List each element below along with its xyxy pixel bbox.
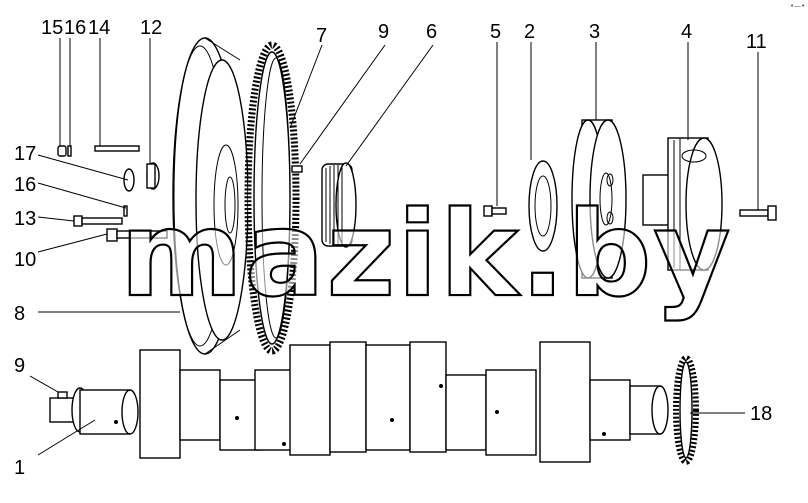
callout-14: 14	[88, 17, 110, 39]
pulley	[571, 119, 627, 279]
bolt-13	[73, 215, 123, 227]
callout-labels: 15 16 14 12 17 16 13 10 8 7 9 6 5 2 3 4 …	[14, 17, 772, 479]
flywheel	[172, 37, 249, 355]
bolt-5	[483, 205, 507, 217]
callout-6: 6	[426, 21, 437, 43]
watermark: mazik.by	[120, 185, 732, 323]
corner-mark: •—•	[790, 2, 805, 10]
callout-2: 2	[524, 21, 535, 43]
bolt-11	[739, 205, 777, 221]
crankshaft	[49, 341, 669, 463]
callout-5: 5	[490, 21, 501, 43]
callout-1: 1	[14, 457, 25, 479]
pin-16	[67, 145, 72, 157]
callout-11: 11	[746, 31, 767, 53]
ring-gear	[244, 41, 300, 355]
callout-7: 7	[316, 25, 327, 47]
vibration-damper	[642, 137, 723, 271]
callout-10: 10	[14, 249, 36, 271]
callout-17: 17	[14, 143, 36, 165]
callout-13: 13	[14, 208, 36, 230]
timing-gear	[673, 355, 699, 465]
callout-16-lower: 16	[14, 174, 36, 196]
pin-16b	[123, 205, 128, 217]
crankshaft-gear	[321, 162, 357, 248]
bolt-10	[106, 228, 168, 242]
bushing-12	[146, 162, 160, 190]
dowel-pin-9-upper	[291, 165, 303, 173]
callout-15: 15	[41, 17, 63, 39]
ring-17	[123, 168, 135, 192]
callout-9-upper: 9	[378, 21, 389, 43]
callout-3: 3	[589, 21, 600, 43]
leader-lines	[29, 38, 759, 456]
callout-16: 16	[64, 17, 86, 39]
callout-8: 8	[14, 303, 25, 325]
dowel-pin-9-lower	[57, 391, 68, 399]
pin-15	[57, 145, 67, 157]
callout-18: 18	[750, 403, 772, 425]
callout-4: 4	[681, 21, 692, 43]
rod-14	[94, 145, 140, 152]
callout-9-lower: 9	[14, 355, 25, 377]
spacer-ring	[528, 160, 558, 252]
callout-12: 12	[140, 17, 162, 39]
